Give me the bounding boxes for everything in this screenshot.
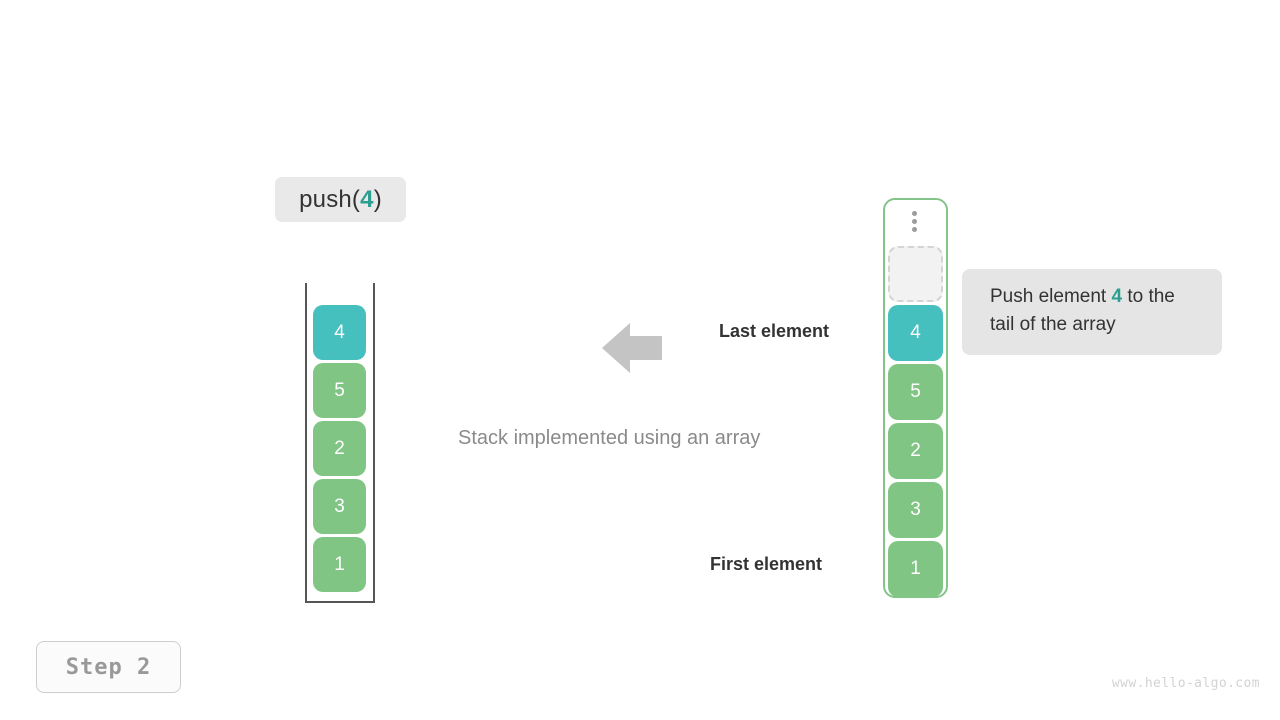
watermark: www.hello-algo.com <box>1111 676 1260 691</box>
operation-argument: 4 <box>360 185 374 213</box>
stack-frame <box>305 283 375 603</box>
callout-argument: 4 <box>1111 286 1123 307</box>
callout-box: Push element 4 to the tail of the array <box>962 269 1222 355</box>
stack-caption: Stack implemented using an array <box>458 427 761 449</box>
ellipsis-dot <box>911 219 917 224</box>
stack-cell: 2 <box>313 421 366 476</box>
array-cell: 1 <box>888 541 943 597</box>
operation-suffix: ) <box>373 185 382 213</box>
vertical-ellipsis-icon <box>910 211 918 232</box>
stack-cell: 3 <box>313 479 366 534</box>
array-cell: 3 <box>888 482 943 538</box>
stack-cell: 4 <box>313 305 366 360</box>
array-cell-empty <box>888 246 943 302</box>
array-cell: 2 <box>888 423 943 479</box>
array-cell: 4 <box>888 305 943 361</box>
array-cell-list: 4 5 2 3 1 <box>888 246 943 597</box>
callout-text-after: to the tail of the array <box>990 286 1175 335</box>
ellipsis-dot <box>911 211 917 216</box>
operation-badge: push(4) <box>275 177 406 222</box>
stack-cell: 1 <box>313 537 366 592</box>
operation-prefix: push( <box>299 185 361 213</box>
stack-cell-list: 4 5 2 3 1 <box>313 305 366 592</box>
arrow-left-icon <box>602 323 662 373</box>
label-first-element: First element <box>710 554 823 574</box>
step-badge: Step 2 <box>36 641 181 693</box>
array-cell: 5 <box>888 364 943 420</box>
ellipsis-dot <box>911 227 917 232</box>
stack-cell: 5 <box>313 363 366 418</box>
callout-text-before: Push element <box>990 286 1112 307</box>
label-last-element: Last element <box>719 321 830 341</box>
array-frame <box>883 198 948 598</box>
